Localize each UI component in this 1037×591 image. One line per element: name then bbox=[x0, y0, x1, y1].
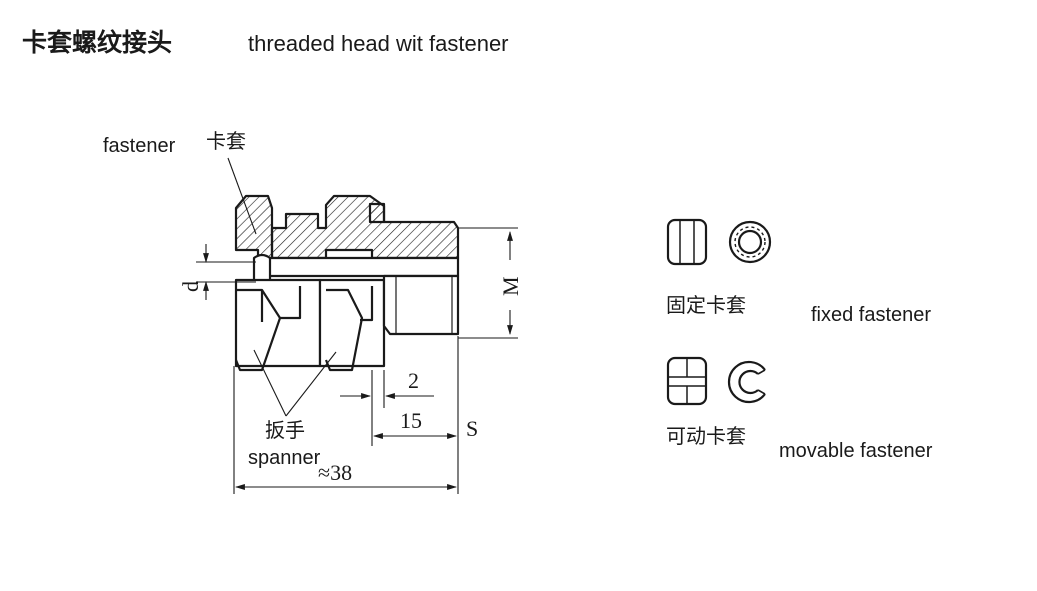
fixed-fastener-icons bbox=[666, 218, 772, 266]
thread-end bbox=[382, 274, 460, 336]
body-section bbox=[270, 194, 460, 260]
spanner-label-cn: 扳手 bbox=[265, 418, 305, 442]
dimension-2: 2 bbox=[408, 368, 419, 393]
movable-fastener-label-en: movable fastener bbox=[779, 440, 933, 462]
dimension-m: M bbox=[498, 276, 523, 296]
movable-fastener-label-cn: 可动卡套 bbox=[666, 424, 746, 448]
pipe bbox=[256, 256, 460, 278]
dimension-15: 15 bbox=[400, 408, 422, 433]
title-chinese: 卡套螺纹接头 bbox=[22, 28, 173, 57]
spanner-label-en: spanner bbox=[248, 447, 321, 469]
fastener-label-cn: 卡套 bbox=[206, 129, 246, 153]
fixed-fastener-front-icon bbox=[728, 220, 772, 264]
fixed-fastener-label-cn: 固定卡套 bbox=[666, 293, 746, 317]
dimension-s: S bbox=[466, 416, 479, 441]
movable-fastener-icons bbox=[666, 356, 766, 406]
fixed-fastener-side-icon bbox=[666, 218, 708, 266]
fixed-fastener-label-en: fixed fastener bbox=[811, 304, 932, 326]
dimension-38: ≈38 bbox=[318, 460, 353, 485]
fastener-label-en: fastener bbox=[103, 135, 176, 157]
title-english: threaded head wit fastener bbox=[248, 31, 509, 56]
step-block bbox=[368, 202, 386, 224]
movable-fastener-front-icon bbox=[727, 360, 766, 404]
right-hex-nut bbox=[318, 278, 386, 368]
dimension-d: d bbox=[178, 281, 203, 292]
